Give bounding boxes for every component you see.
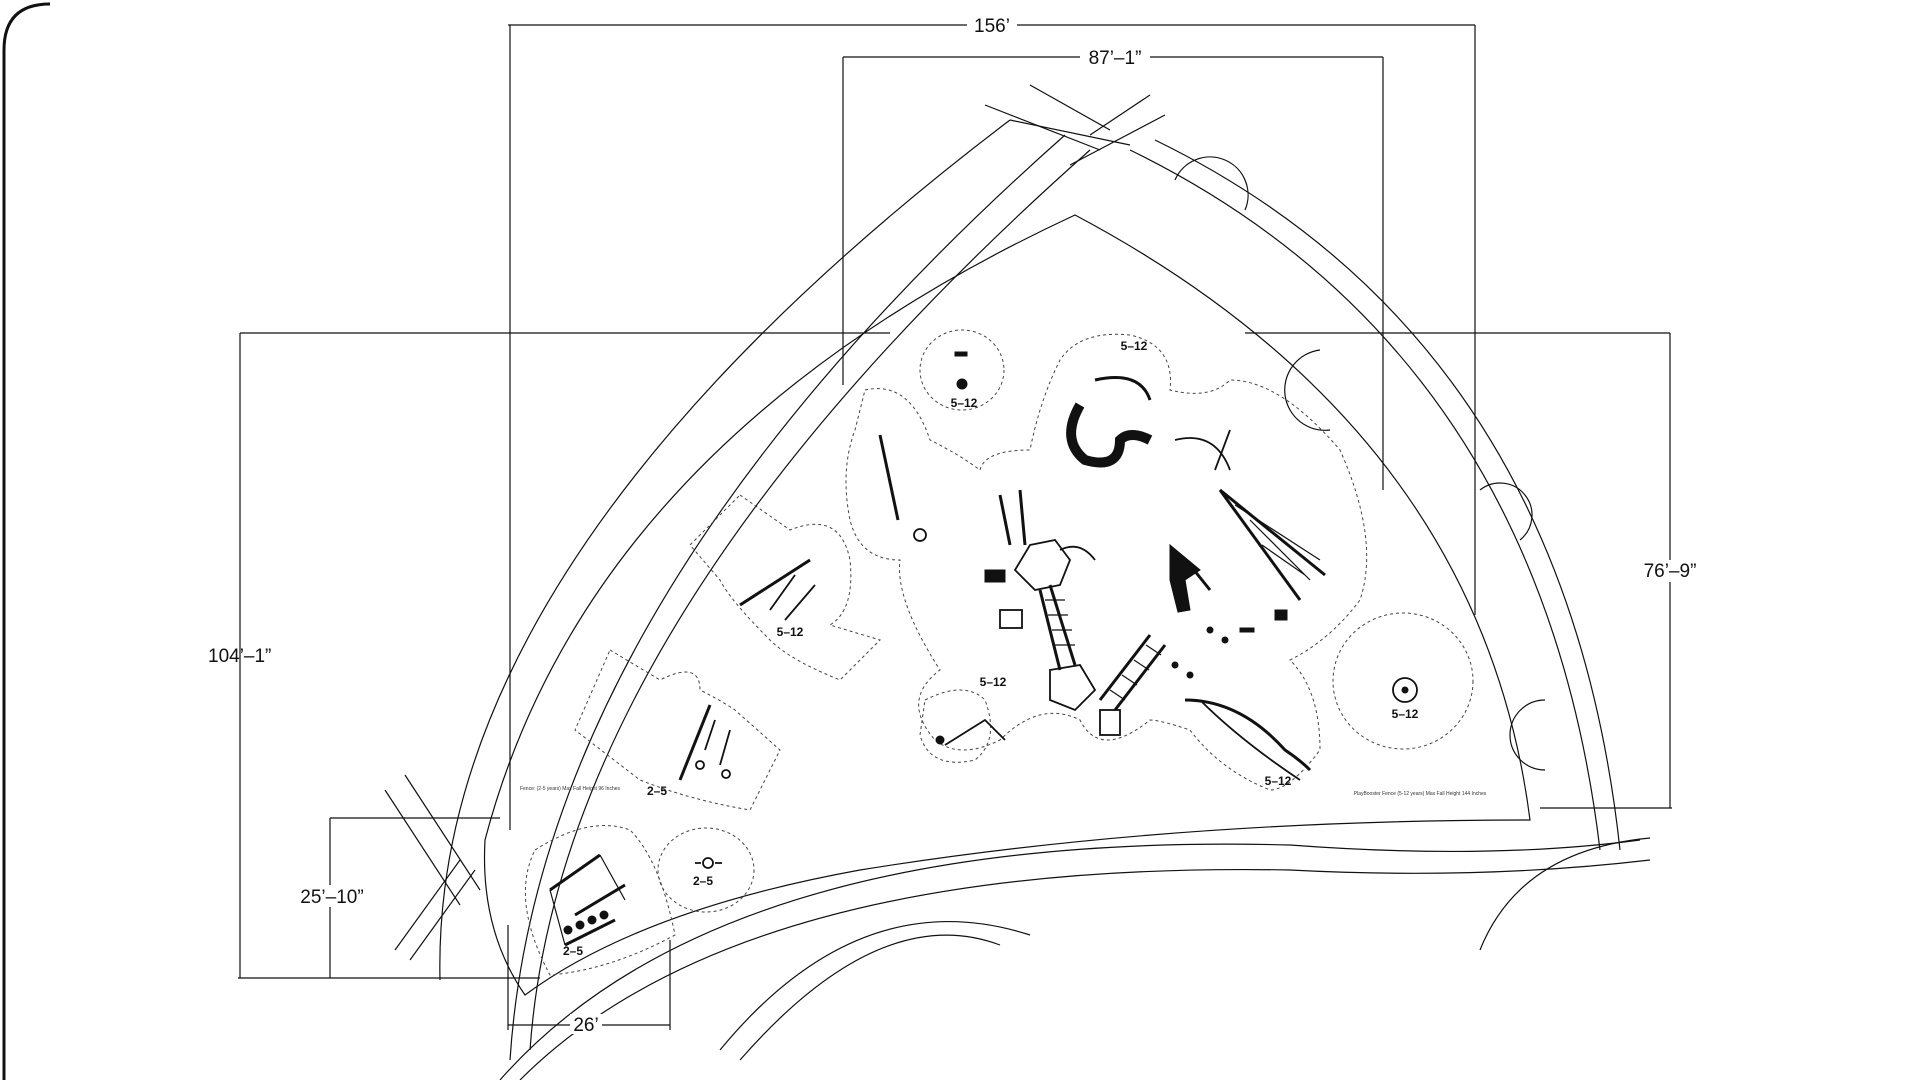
dim-bg: [296, 885, 368, 907]
dim-right-height: 76’–9”: [1644, 561, 1697, 582]
zone-label-left-bottom: 2–5: [563, 944, 583, 958]
dim-bg: [1080, 47, 1150, 67]
play-equipment: [549, 351, 1418, 947]
dim-overall-width: 156’: [974, 16, 1010, 37]
dim-bg: [967, 14, 1017, 34]
zone-label-right-round: 5–12: [1392, 707, 1419, 721]
right-note: PlayBooster Fence (5-12 years) Max Fall …: [1354, 791, 1487, 797]
dim-upper-width: 87’–1”: [1089, 48, 1142, 69]
sheet-border: [2, 2, 51, 1080]
zone-label-right-lower: 5–12: [1265, 774, 1292, 788]
zone-label-left-middle: 2–5: [647, 784, 667, 798]
dim-lower-left-width: 26’: [573, 1015, 598, 1036]
dim-bg: [570, 1014, 602, 1034]
use-zones: [524, 329, 1474, 976]
dim-bg: [1638, 560, 1702, 582]
zone-label-main-structure: 5–12: [980, 675, 1007, 689]
dimension-lines: [238, 24, 1672, 1030]
dim-lower-left-height: 25’–10”: [300, 887, 363, 908]
zone-label-left-upper: 5–12: [777, 625, 804, 639]
play-area-boundary: [483, 214, 1531, 996]
zone-label-left-small: 2–5: [693, 874, 713, 888]
zone-label-top-spinner: 5–12: [951, 396, 978, 410]
dim-overall-height: 104’–1”: [208, 646, 271, 667]
zone-label-top-slide: 5–12: [1121, 339, 1148, 353]
outer-paths: [384, 84, 1651, 1080]
left-note: Fence: (2-5 years) Max Fall Height 96 In…: [520, 786, 621, 792]
